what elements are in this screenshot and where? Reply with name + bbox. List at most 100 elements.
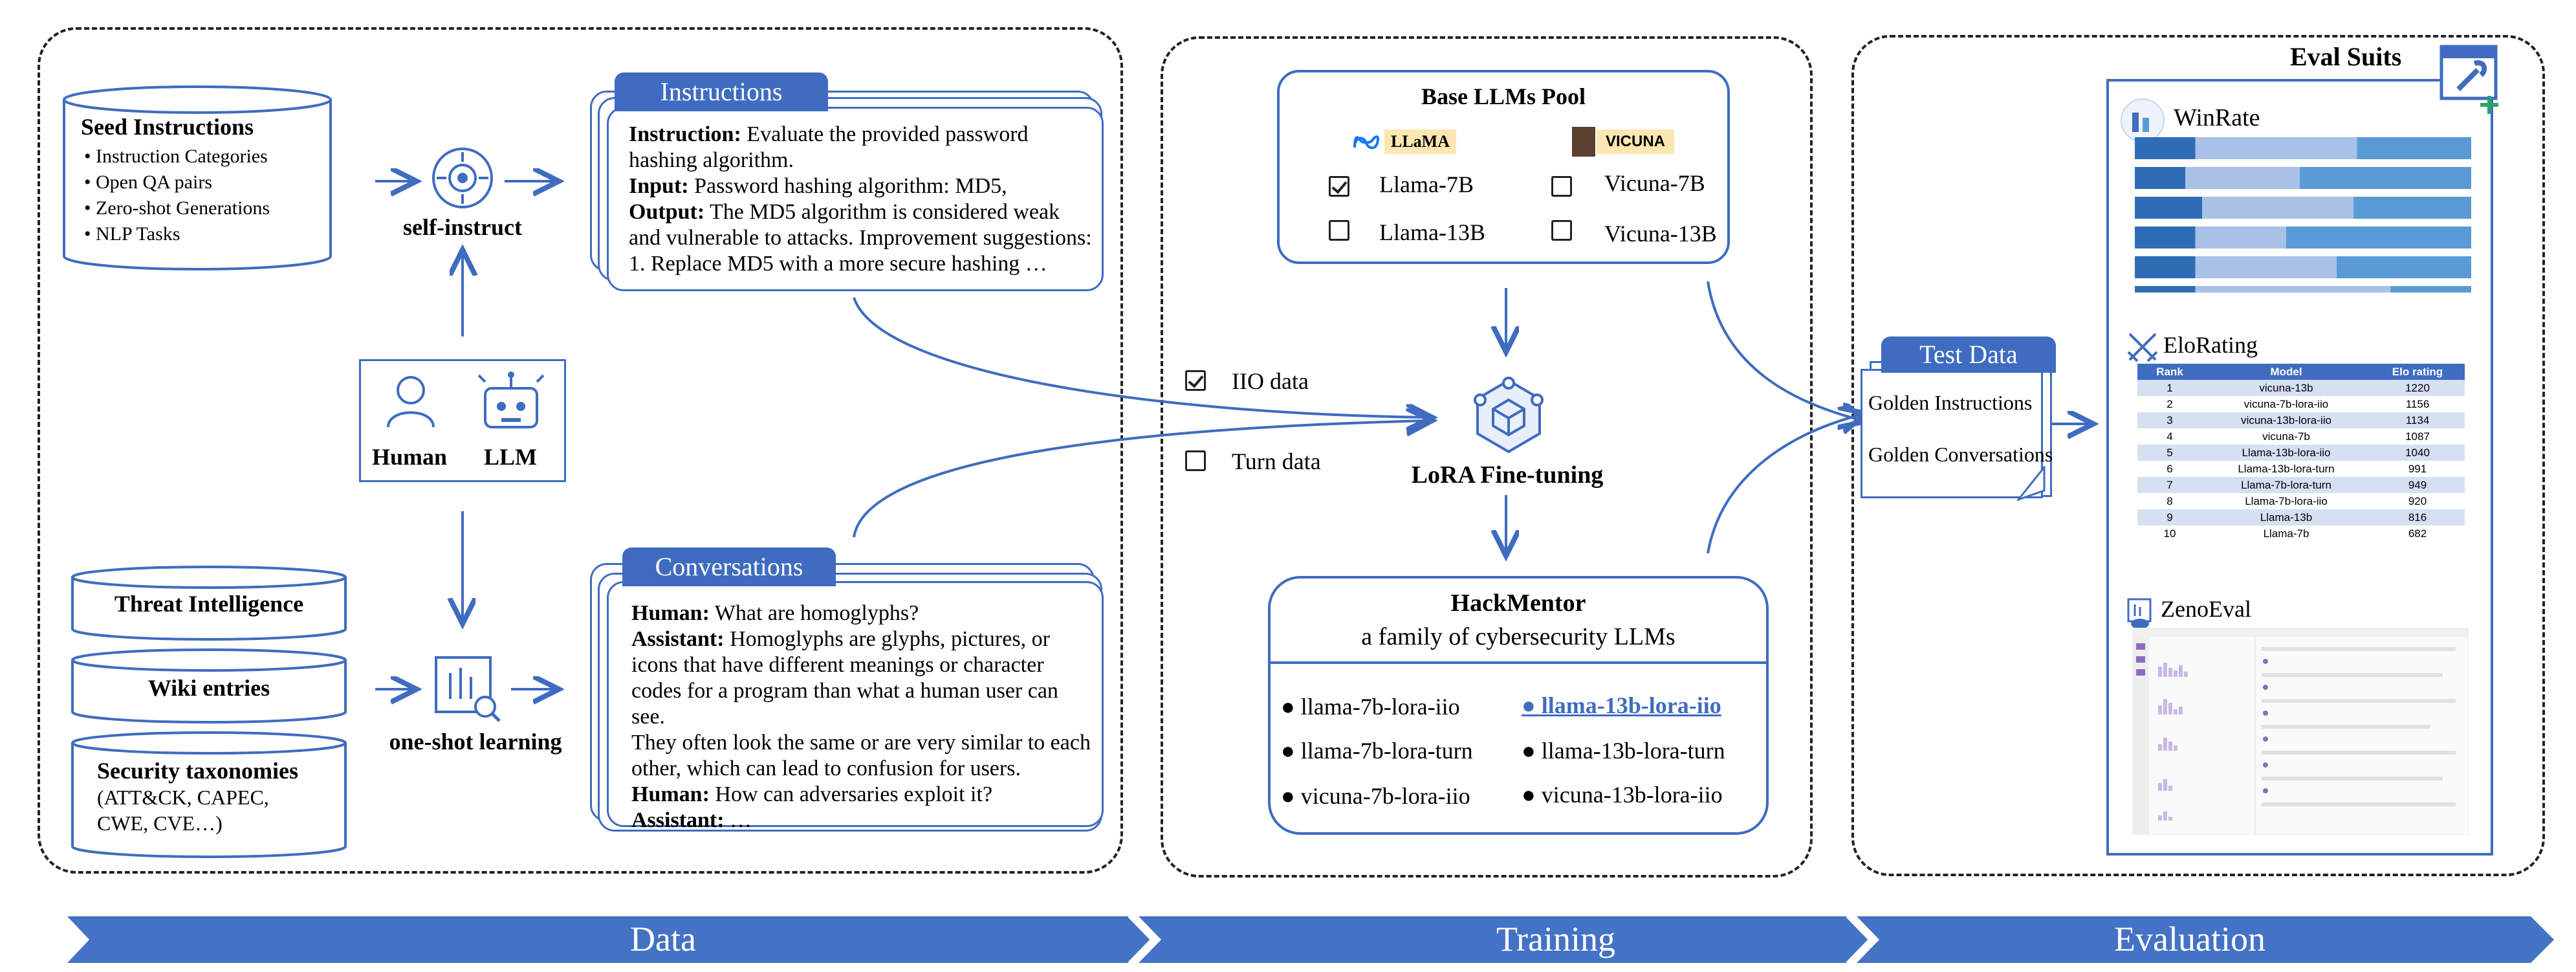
elo-table-cell: 6	[2167, 462, 2173, 475]
self-instruct-icon	[432, 148, 493, 208]
seed-instructions-title: Seed Instructions	[81, 114, 254, 140]
elo-table-cell: 1	[2137, 380, 2202, 396]
elo-table-cell: Llama-7b-lora-iio	[2245, 494, 2328, 507]
wiki-entries-database	[71, 648, 347, 723]
one-shot-label: one-shot learning	[389, 729, 562, 755]
one-shot-learning-icon	[435, 656, 501, 722]
elo-table-cell: Llama-7b-lora-turn	[2202, 477, 2370, 493]
vicuna-logo-icon	[1572, 127, 1595, 157]
elo-table-cell: 8	[2167, 494, 2173, 507]
llm-label: LLM	[484, 444, 538, 470]
elo-table-cell: 682	[2408, 527, 2427, 540]
human-icon	[387, 376, 435, 428]
elo-table-row: 2 vicuna-7b-lora-iio 1156	[2137, 396, 2465, 412]
winrate-bar-segment	[2286, 226, 2471, 249]
security-taxonomies-database	[71, 731, 347, 858]
llama-logo: LLaMA	[1384, 129, 1456, 154]
zeno-eval-icon	[2127, 598, 2152, 629]
footer-data-label: Data	[630, 920, 696, 958]
seed-item: • NLP Tasks	[84, 223, 180, 245]
footer-evaluation-label: Evaluation	[2114, 920, 2265, 958]
elo-table-cell: 4	[2167, 430, 2173, 443]
winrate-bar-segment	[2135, 197, 2202, 219]
lora-fine-tuning-label: LoRA Fine-tuning	[1411, 461, 1604, 489]
variant-item: ● vicuna-13b-lora-iio	[1522, 782, 1723, 808]
tools-icon	[2440, 45, 2498, 114]
turn-data-checkbox[interactable]	[1185, 450, 1206, 471]
variant-item-highlighted: ● llama-13b-lora-iio	[1522, 692, 1721, 718]
vicuna-7b-label: Vicuna-7B	[1604, 170, 1705, 196]
elo-header-rank: Rank	[2137, 364, 2202, 380]
zenoeval-label: ZenoEval	[2161, 596, 2251, 622]
data-panel	[38, 27, 1123, 874]
seed-item: • Open QA pairs	[84, 171, 212, 193]
golden-conversations-label: Golden Conversations	[1868, 443, 2053, 466]
elo-table-cell: 1156	[2405, 397, 2430, 410]
elo-table-cell: Llama-13b	[2202, 509, 2370, 525]
instructions-card-text: Instruction: Evaluate the provided passw…	[629, 122, 1092, 276]
conversations-card	[607, 581, 1104, 827]
elo-header-model: Model	[2202, 364, 2370, 380]
vicuna-13b-checkbox[interactable]	[1551, 220, 1572, 241]
elo-table-cell: 3	[2137, 412, 2202, 428]
training-panel	[1161, 36, 1813, 878]
hackmentor-title: HackMentor	[1450, 590, 1586, 617]
elo-table-cell: vicuna-7b-lora-iio	[2243, 397, 2329, 410]
vicuna-13b-label: Vicuna-13B	[1604, 221, 1717, 247]
hackmentor-box	[1268, 576, 1769, 835]
winrate-bar-segment	[2135, 226, 2196, 249]
winrate-bar-segment	[2195, 226, 2286, 249]
iio-data-label: IIO data	[1232, 368, 1309, 394]
human-label: Human	[372, 444, 448, 470]
elo-table-cell: 920	[2408, 494, 2427, 507]
elo-table-cell: 10	[2163, 527, 2176, 540]
iio-data-checkbox[interactable]	[1185, 370, 1206, 391]
winrate-bar-segment	[2135, 286, 2196, 293]
elo-table-cell: 816	[2370, 509, 2465, 525]
threat-intelligence-database	[71, 566, 347, 641]
test-data-corner-fold	[2017, 466, 2046, 502]
llama-7b-checkbox[interactable]	[1329, 176, 1349, 197]
variant-item: ● llama-7b-lora-iio	[1281, 694, 1460, 720]
seed-instructions-database	[63, 85, 332, 271]
test-data-box	[1861, 369, 2043, 498]
wiki-entries-label: Wiki entries	[147, 675, 270, 701]
winrate-bar-segment	[2202, 197, 2353, 219]
llama-13b-checkbox[interactable]	[1329, 220, 1349, 241]
eval-suits-title: Eval Suits	[2290, 42, 2402, 71]
test-data-tab: Test Data	[1881, 337, 2056, 373]
elo-table-cell: 2	[2167, 397, 2173, 410]
lora-fine-tuning-icon	[1474, 377, 1544, 454]
base-llms-pool-title: Base LLMs Pool	[1421, 83, 1586, 109]
llama-7b-label: Llama-7B	[1379, 171, 1474, 197]
vicuna-7b-checkbox[interactable]	[1551, 176, 1572, 197]
conversations-card-text: Human: What are homoglyphs? Assistant: H…	[631, 601, 1091, 832]
elo-table-cell: 1220	[2370, 380, 2465, 396]
turn-data-label: Turn data	[1232, 448, 1321, 474]
llama-13b-label: Llama-13B	[1379, 219, 1485, 245]
winrate-bar-segment	[2135, 256, 2196, 278]
hackmentor-subtitle: a family of cybersecurity LLMs	[1361, 623, 1675, 650]
golden-instructions-label: Golden Instructions	[1868, 391, 2033, 414]
instructions-tab: Instructions	[615, 72, 828, 111]
human-llm-box	[359, 359, 566, 482]
winrate-bar-segment	[2195, 286, 2391, 293]
zeno-eval-screenshot	[2132, 628, 2469, 835]
elo-table-cell: Llama-7b	[2263, 527, 2309, 540]
elorating-label: EloRating	[2163, 332, 2258, 358]
elo-table-cell: vicuna-7b	[2262, 430, 2310, 443]
security-taxonomies-title: Security taxonomies	[97, 758, 298, 784]
elo-table-cell: vicuna-13b	[2202, 380, 2370, 396]
elo-table-cell: 1040	[2370, 445, 2465, 461]
winrate-bar-segment	[2337, 256, 2471, 278]
winrate-bar-segment	[2353, 197, 2471, 219]
variant-item: ● llama-7b-lora-turn	[1281, 738, 1473, 764]
winrate-bar-segment	[2390, 286, 2471, 293]
instructions-card	[607, 107, 1104, 291]
elo-table-cell: Llama-13b-lora-iio	[2202, 445, 2370, 461]
